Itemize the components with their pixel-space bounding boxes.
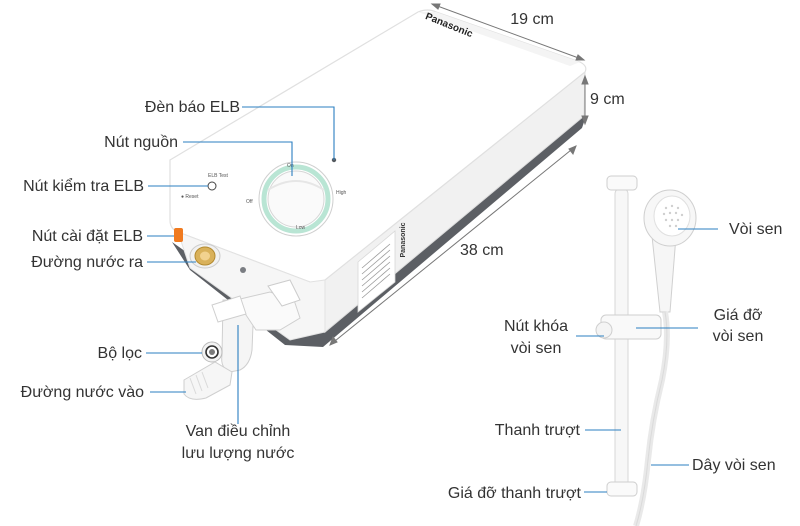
- power-knob-icon: [258, 161, 334, 237]
- label-lock-line2: vòi sen: [510, 340, 562, 357]
- screw: [240, 267, 246, 273]
- shower-hose: [633, 311, 670, 526]
- label-power-button: Nút nguồn: [104, 134, 178, 151]
- bottom-bracket: [606, 481, 638, 497]
- callout-lines: [146, 106, 718, 493]
- label-holder-line1: Giá đỡ: [713, 307, 763, 324]
- shower-set: [595, 175, 697, 526]
- panel-off: Off: [246, 199, 253, 205]
- label-lock-line1: Nút khóa: [503, 318, 569, 335]
- callout-power: [183, 141, 293, 176]
- label-elb-test-button: Nút kiểm tra ELB: [23, 178, 144, 195]
- panel-on: On: [287, 163, 294, 169]
- label-water-outlet: Đường nước ra: [31, 254, 143, 271]
- label-hose: Dây vòi sen: [692, 457, 776, 474]
- label-shower-head: Vòi sen: [729, 221, 783, 238]
- shower-head-icon: [643, 189, 697, 247]
- panel-low: Low: [296, 225, 306, 231]
- label-filter: Bộ lọc: [97, 345, 142, 362]
- panel-elb-test: ELB Test: [208, 173, 229, 179]
- elb-test-button-icon: [207, 181, 217, 191]
- top-bracket: [606, 175, 638, 191]
- label-elb-setting-button: Nút cài đặt ELB: [31, 228, 143, 245]
- water-heater: Panasonic Panasonic ELB Test ● Reset On …: [169, 9, 587, 347]
- label-bar-bracket: Giá đỡ thanh trượt: [447, 485, 581, 502]
- label-flow-valve-line1: Van điều chỉnh: [185, 423, 291, 440]
- label-flow-valve-line2: lưu lượng nước: [181, 445, 295, 462]
- dimension-height-label: 38 cm: [460, 242, 504, 259]
- dimension-depth-label: 9 cm: [590, 91, 625, 108]
- label-water-inlet: Đường nước vào: [20, 384, 144, 401]
- water-outlet-fitting: [189, 243, 221, 269]
- lock-knob: [595, 321, 613, 339]
- label-holder-line2: vòi sen: [712, 328, 764, 345]
- panel-high: High: [336, 190, 347, 196]
- callout-elb-indicator: [242, 106, 335, 160]
- panel-reset: ● Reset: [181, 194, 199, 200]
- shower-handle: [651, 235, 677, 313]
- dimension-width-label: 19 cm: [510, 11, 554, 28]
- sticker-text-lines: [361, 243, 391, 299]
- rating-sticker: [357, 230, 396, 313]
- label-slide-bar: Thanh trượt: [494, 422, 580, 439]
- elb-setting-button-icon: [174, 228, 183, 242]
- brand-side: Panasonic: [400, 222, 407, 257]
- dimension-lines: [329, 3, 589, 346]
- label-elb-indicator: Đèn báo ELB: [144, 99, 240, 116]
- heater-top-edge: [418, 12, 580, 66]
- water-filter-icon: [201, 341, 223, 363]
